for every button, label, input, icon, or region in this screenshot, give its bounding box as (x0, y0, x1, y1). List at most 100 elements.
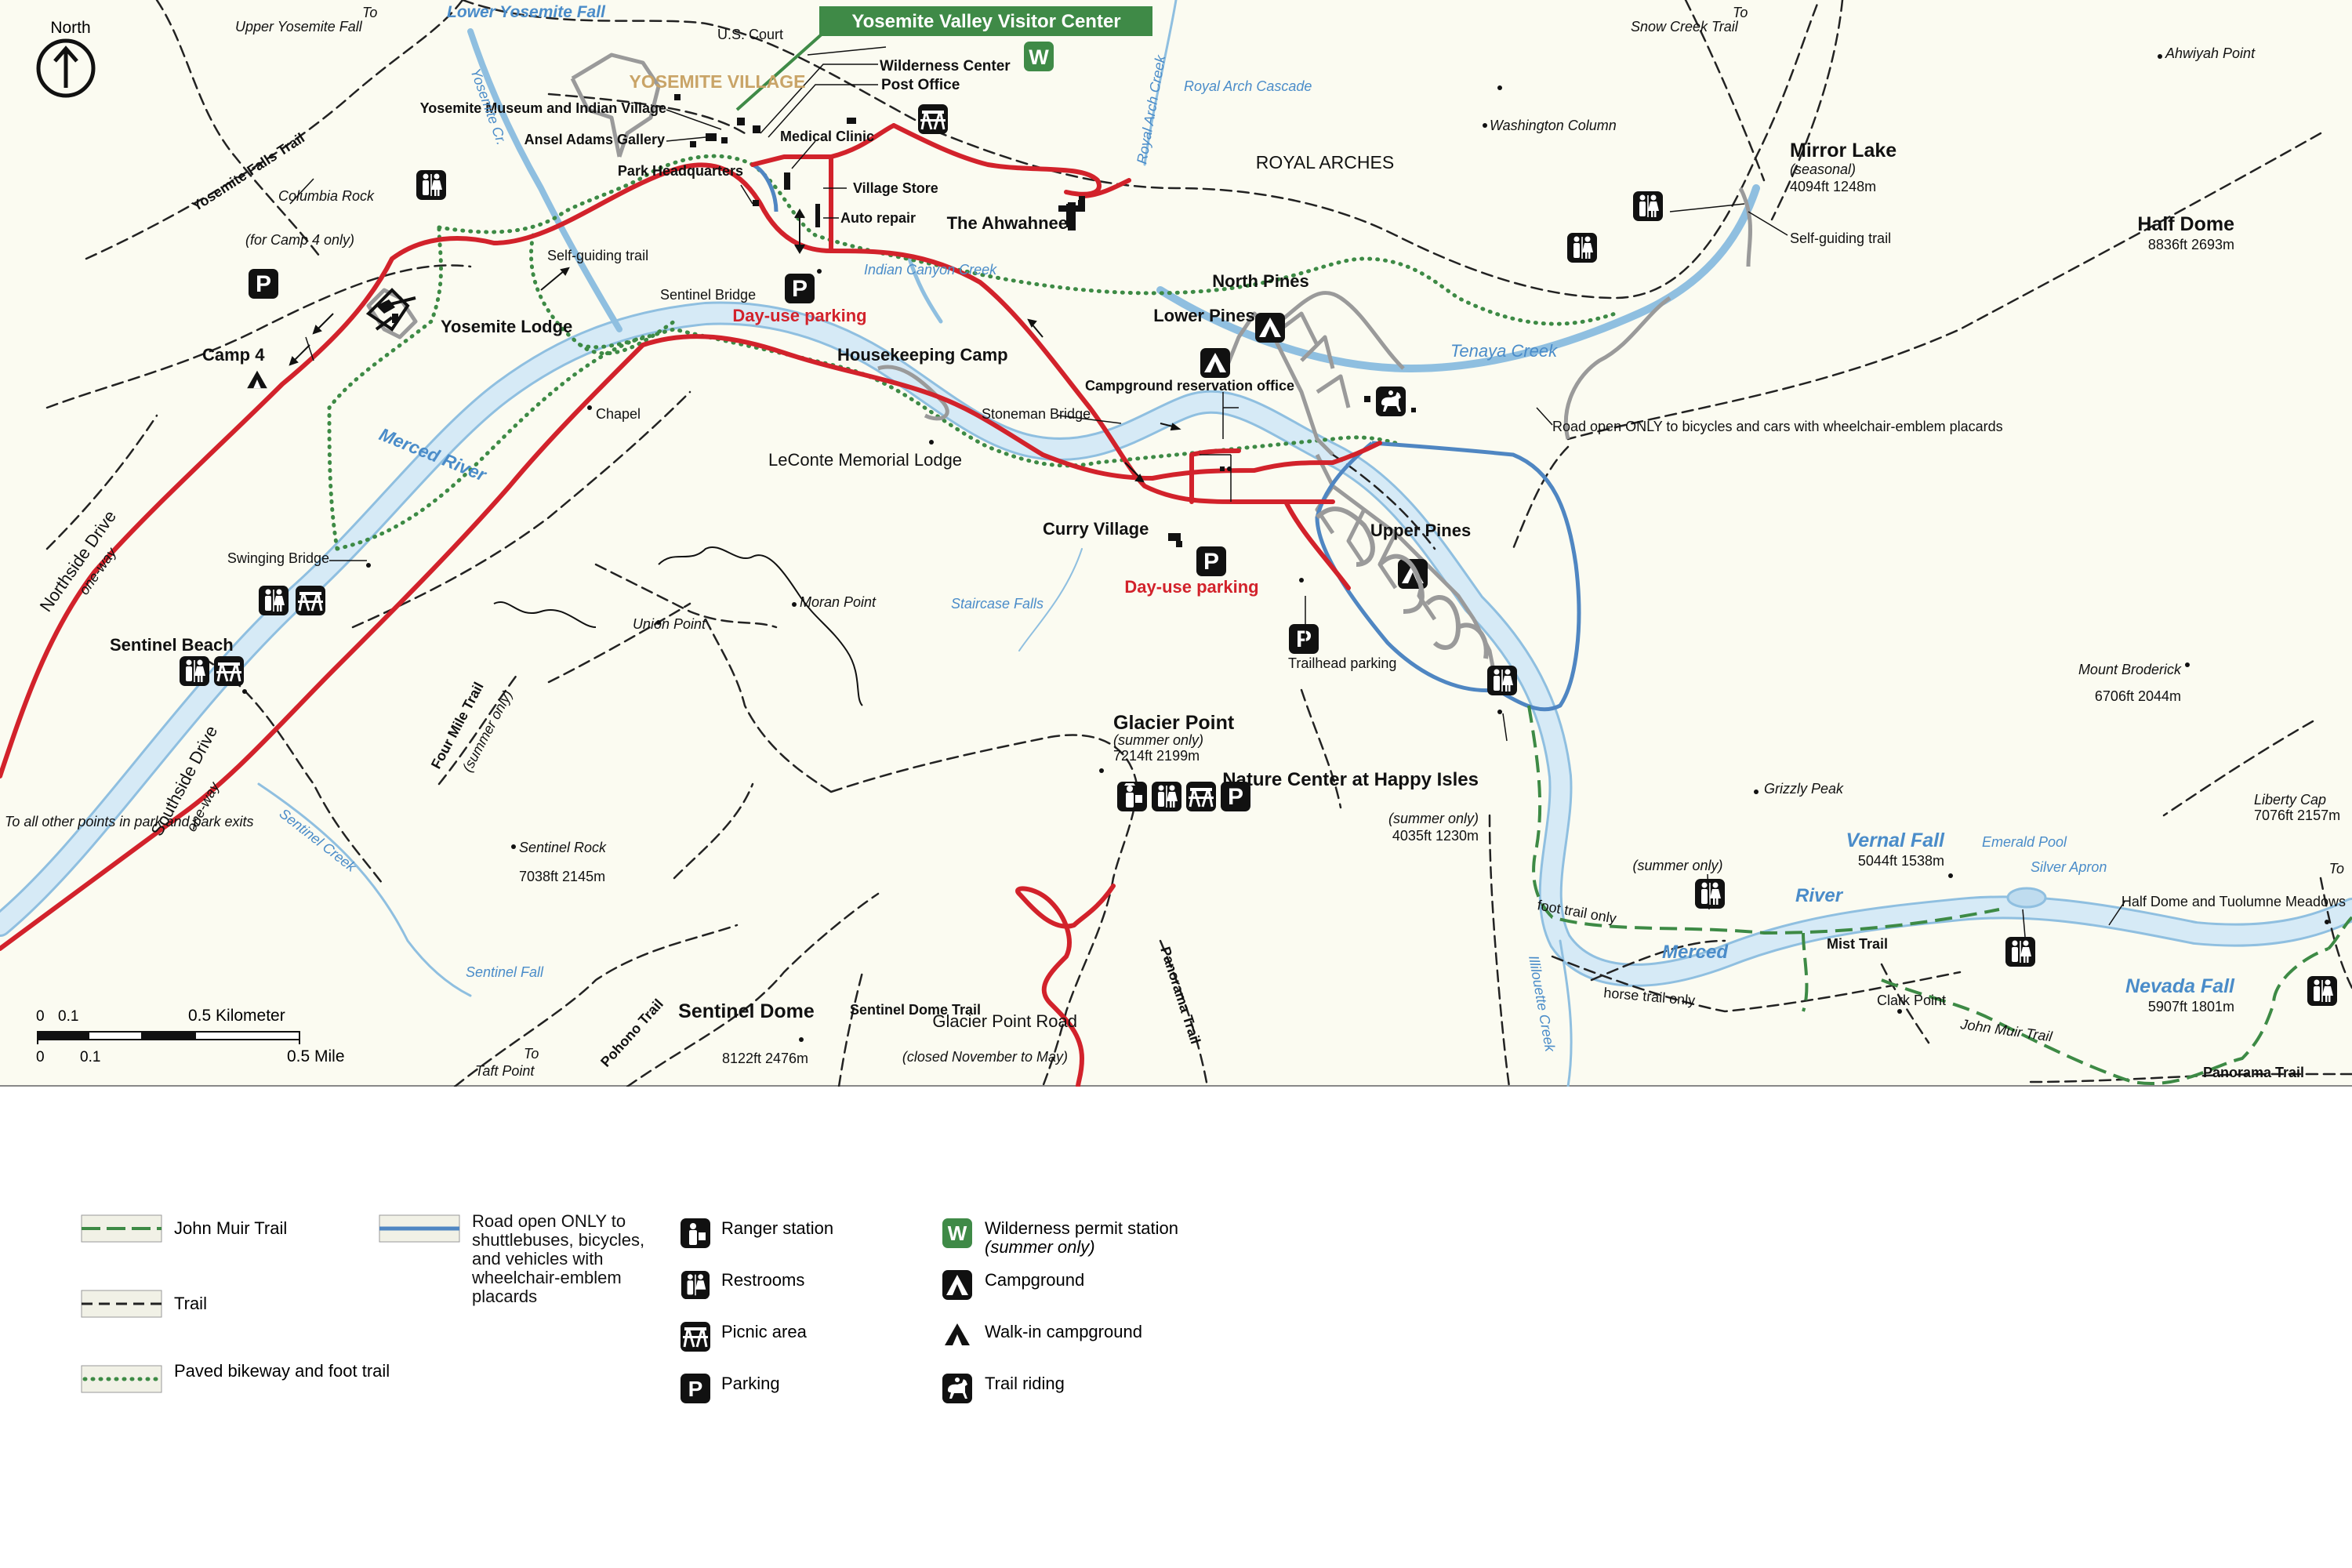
label-liberty-cap-elev: 7076ft 2157m (2254, 808, 2340, 823)
label-mist-trail: Mist Trail (1827, 936, 1888, 952)
label-glacier-point: Glacier Point (1113, 712, 1235, 734)
label-to: To (1733, 5, 1748, 20)
one-way-arrows (289, 209, 1181, 483)
label-tenaya-creek: Tenaya Creek (1450, 341, 1558, 361)
legend-label-shuttle: Road open ONLY to shuttlebuses, bicycles… (472, 1212, 645, 1306)
legend-campground: Campground (942, 1270, 1084, 1300)
scale-mile-label: 0.5 Mile (287, 1047, 345, 1065)
campground-icon[interactable] (1200, 348, 1230, 378)
legend-label-parking: Parking (721, 1374, 780, 1393)
legend-label-bikeway: Paved bikeway and foot trail (174, 1361, 390, 1381)
label-ahwahnee: The Ahwahnee (947, 213, 1068, 233)
ranger-station-icon[interactable] (1117, 782, 1147, 811)
label-mirror-lake-note: (seasonal) (1790, 162, 1856, 177)
picnic-area-icon[interactable] (917, 103, 949, 135)
label-dayuse-parking: Day-use parking (732, 306, 866, 325)
restrooms-icon[interactable] (180, 656, 209, 686)
scale-zero-km: 0 (36, 1008, 45, 1025)
trail-riding-icon[interactable] (1376, 387, 1406, 416)
label-liberty-cap: Liberty Cap (2254, 792, 2326, 808)
glacier-point-road (1015, 884, 1116, 1087)
scale-tenth-km: 0.1 (58, 1008, 78, 1025)
restrooms-icon[interactable] (259, 586, 289, 615)
label-wilderness-center: Wilderness Center (880, 58, 1011, 74)
leader-lines (289, 46, 2125, 938)
parking-icon[interactable] (249, 269, 278, 299)
label-sentinel-rock-elev: 7038ft 2145m (519, 869, 605, 884)
svg-text:W: W (948, 1221, 967, 1245)
restrooms-icon[interactable] (1633, 191, 1663, 221)
legend-label-walkin: Walk-in campground (985, 1322, 1142, 1341)
label-nevada-fall-elev: 5907ft 1801m (2148, 999, 2234, 1014)
label-housekeeping-camp: Housekeeping Camp (837, 345, 1008, 365)
label-swinging-bridge: Swinging Bridge (227, 550, 329, 566)
label-upper-pines: Upper Pines (1370, 521, 1471, 540)
restrooms-icon[interactable] (416, 170, 446, 200)
legend-wilderness: W Wilderness permit station (summer only… (942, 1218, 1178, 1257)
label-river: River (1795, 885, 1844, 906)
label-glacier-point-road: Glacier Point Road (932, 1011, 1077, 1031)
label-ansel-adams: Ansel Adams Gallery (524, 132, 665, 147)
label-glacier-point-elev: 7214ft 2199m (1113, 748, 1200, 764)
picnic-area-icon[interactable] (295, 585, 326, 616)
label-nevada-fall: Nevada Fall (2125, 975, 2235, 997)
label-to3: To (2329, 861, 2344, 877)
visitor-center-banner[interactable] (819, 6, 1152, 36)
parking-icon[interactable] (1289, 624, 1319, 654)
legend-walkin: Walk-in campground (945, 1322, 1142, 1345)
legend-label-campground: Campground (985, 1270, 1084, 1290)
label-trailhead-parking: Trailhead parking (1288, 655, 1396, 671)
label-ahwiyah-point: Ahwiyah Point (2165, 45, 2256, 61)
parking-icon[interactable] (1196, 546, 1226, 576)
label-mount-broderick-elev: 6706ft 2044m (2095, 688, 2181, 704)
label-upper-yosemite-fall: Upper Yosemite Fall (235, 19, 363, 34)
label-stoneman-bridge: Stoneman Bridge (982, 406, 1091, 422)
label-to-all-other: To all other points in park and park exi… (5, 814, 254, 829)
indian-canyon-creek (907, 256, 943, 324)
restrooms-icon[interactable] (1695, 879, 1725, 909)
label-clark-point: Clark Point (1877, 993, 1946, 1008)
label-royal-arch-cascade: Royal Arch Cascade (1184, 78, 1312, 94)
label-village-store: Village Store (853, 180, 938, 196)
restrooms-icon[interactable] (1152, 782, 1181, 811)
legend-label-wilderness: Wilderness permit station (985, 1218, 1178, 1238)
campground-icon[interactable] (1255, 313, 1285, 343)
yosemite-creek (467, 28, 622, 332)
rock-edges (493, 546, 863, 706)
wilderness-permit-icon[interactable] (1024, 42, 1054, 71)
label-curry-village: Curry Village (1043, 519, 1149, 539)
restrooms-icon[interactable] (1487, 666, 1517, 695)
royal-arch-creek (1143, 0, 1178, 166)
legend-icons-col2: W Wilderness permit station (summer only… (942, 1218, 1178, 1403)
legend-label-picnic: Picnic area (721, 1322, 808, 1341)
label-dayuse-parking2: Day-use parking (1124, 577, 1258, 597)
label-lower-yosemite-fall: Lower Yosemite Fall (447, 3, 606, 21)
scale-bar: 0 0.1 0.5 Kilometer 0 0.1 0.5 Mile (36, 1007, 345, 1065)
legend-john-muir: John Muir Trail (81, 1214, 287, 1243)
label-grizzly-peak: Grizzly Peak (1764, 781, 1844, 797)
scale-km-label: 0.5 Kilometer (188, 1007, 285, 1025)
label-self-guiding-trail2: Self-guiding trail (547, 248, 648, 263)
label-medical-clinic: Medical Clinic (780, 129, 874, 144)
legend-ranger: Ranger station (681, 1218, 833, 1248)
label-lower-pines: Lower Pines (1153, 306, 1255, 325)
picnic-area-icon[interactable] (213, 655, 245, 687)
svg-text:P: P (688, 1377, 703, 1401)
legend-label-john-muir: John Muir Trail (174, 1218, 287, 1238)
restrooms-icon[interactable] (2307, 976, 2337, 1006)
ahwahnee-building (1058, 196, 1085, 230)
label-indian-canyon-creek: Indian Canyon Creek (864, 262, 997, 278)
label-nature-center-elev: 4035ft 1230m (1392, 828, 1479, 844)
picnic-area-icon[interactable] (1185, 781, 1217, 812)
visitor-center-label: Yosemite Valley Visitor Center (851, 11, 1120, 32)
restrooms-icon[interactable] (1567, 233, 1597, 263)
legend-restrooms: Restrooms (681, 1270, 804, 1300)
north-arrow (36, 38, 96, 98)
north-label: North (50, 19, 90, 37)
label-campground-office: Campground reservation office (1085, 378, 1294, 394)
label-half-dome-elev: 8836ft 2693m (2148, 237, 2234, 252)
restrooms-icon[interactable] (2005, 937, 2035, 967)
parking-icon[interactable] (785, 274, 815, 303)
minor-roads (366, 53, 1752, 691)
label-sentinel-dome-elev: 8122ft 2476m (722, 1051, 808, 1066)
